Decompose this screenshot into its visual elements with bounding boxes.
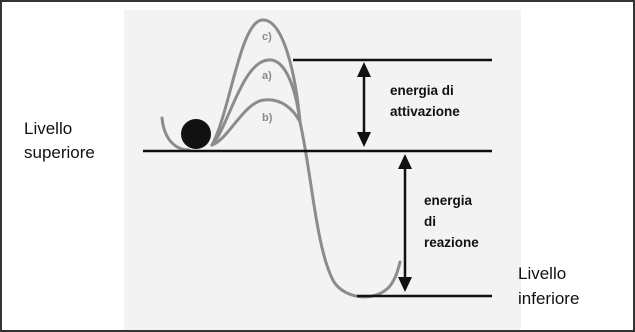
curve-b-label: b) — [262, 112, 273, 124]
reaction-energy-label-line1: energia — [424, 193, 473, 208]
reaction-energy-label-line2: di — [424, 214, 436, 229]
activation-energy-label-line2: attivazione — [390, 104, 460, 119]
ball — [181, 119, 211, 149]
background-panel — [124, 10, 521, 330]
activation-energy-label-line1: energia di — [390, 83, 454, 98]
curve-descent — [298, 120, 402, 299]
lower-level-label-line1: Livello — [518, 264, 566, 283]
energy-curves — [160, 18, 402, 299]
curve-c-label: c) — [262, 31, 272, 43]
curve-a-label: a) — [262, 70, 272, 82]
reaction-energy-arrow — [398, 154, 412, 292]
lower-level-label-line2: inferiore — [518, 289, 579, 308]
upper-level-label-line2: superiore — [24, 143, 95, 162]
reaction-energy-label-line3: reazione — [424, 235, 479, 250]
activation-energy-arrow — [357, 62, 371, 147]
curve-a — [210, 58, 302, 147]
curve-c — [210, 18, 302, 147]
upper-level-label-line1: Livello — [24, 119, 72, 138]
curve-left-rise — [160, 116, 191, 152]
curve-b — [210, 98, 302, 147]
